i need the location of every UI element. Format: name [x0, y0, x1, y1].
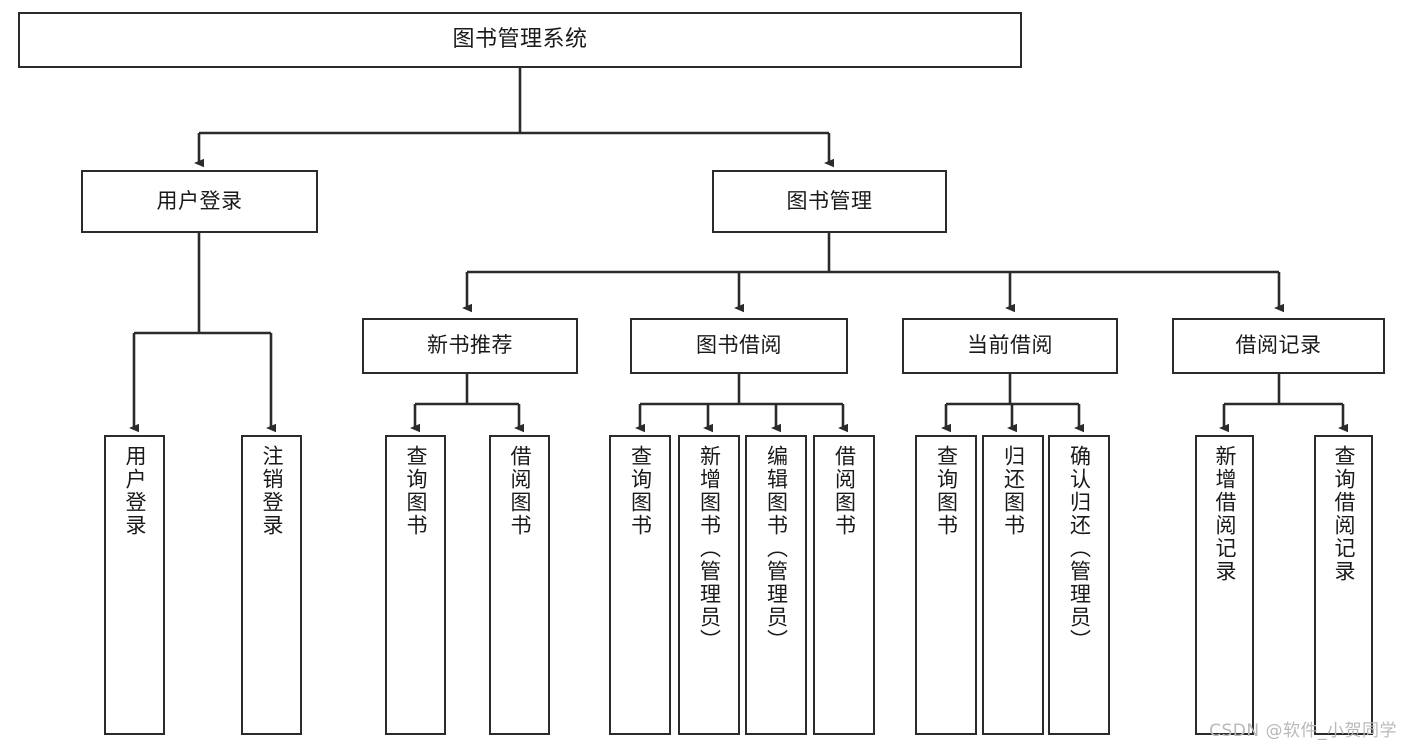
leaf-user-logout-label: 注销登录	[260, 445, 284, 537]
leaf-query-book-new-label: 查询图书	[404, 445, 428, 537]
leaf-add-borrow-record[interactable]: 新增借阅记录	[1195, 435, 1254, 735]
leaf-borrow-book-borrow-label: 借阅图书	[832, 445, 857, 537]
node-book-borrow[interactable]: 图书借阅	[630, 318, 848, 374]
watermark-text: CSDN @软件_小贺同学	[1209, 721, 1397, 741]
leaf-user-logout[interactable]: 注销登录	[241, 435, 302, 735]
leaf-add-book-label: 新增图书（管理员）	[697, 445, 722, 652]
node-new-book-recommend[interactable]: 新书推荐	[362, 318, 578, 374]
node-root-label: 图书管理系统	[452, 26, 588, 52]
leaf-return-book[interactable]: 归还图书	[982, 435, 1044, 735]
node-borrow-record-label: 借阅记录	[1235, 333, 1322, 358]
leaf-borrow-book-borrow[interactable]: 借阅图书	[813, 435, 875, 735]
node-root[interactable]: 图书管理系统	[18, 12, 1022, 68]
leaf-query-book-current[interactable]: 查询图书	[915, 435, 977, 735]
node-user-login-label: 用户登录	[156, 188, 243, 213]
node-book-manage[interactable]: 图书管理	[712, 170, 947, 233]
leaf-return-book-label: 归还图书	[1001, 445, 1026, 537]
node-borrow-record[interactable]: 借阅记录	[1172, 318, 1385, 374]
leaf-query-book-current-label: 查询图书	[934, 445, 959, 537]
node-current-borrow[interactable]: 当前借阅	[902, 318, 1118, 374]
node-new-book-recommend-label: 新书推荐	[427, 333, 513, 358]
node-book-borrow-label: 图书借阅	[696, 333, 782, 358]
leaf-borrow-book-new-label: 借阅图书	[508, 445, 532, 537]
leaf-confirm-return-label: 确认归还（管理员）	[1067, 445, 1092, 652]
leaf-user-login[interactable]: 用户登录	[104, 435, 165, 735]
node-book-manage-label: 图书管理	[786, 188, 873, 213]
leaf-add-book[interactable]: 新增图书（管理员）	[678, 435, 740, 735]
node-user-login[interactable]: 用户登录	[81, 170, 318, 233]
leaf-query-book-borrow[interactable]: 查询图书	[609, 435, 671, 735]
node-current-borrow-label: 当前借阅	[967, 333, 1053, 358]
leaf-user-login-label: 用户登录	[123, 445, 147, 537]
leaf-query-book-new[interactable]: 查询图书	[385, 435, 446, 735]
leaf-edit-book[interactable]: 编辑图书（管理员）	[745, 435, 807, 735]
leaf-query-borrow-record-label: 查询借阅记录	[1332, 445, 1356, 583]
leaf-borrow-book-new[interactable]: 借阅图书	[489, 435, 550, 735]
leaf-query-book-borrow-label: 查询图书	[628, 445, 653, 537]
leaf-confirm-return[interactable]: 确认归还（管理员）	[1048, 435, 1110, 735]
leaf-query-borrow-record[interactable]: 查询借阅记录	[1314, 435, 1373, 735]
leaf-add-borrow-record-label: 新增借阅记录	[1213, 445, 1237, 583]
leaf-edit-book-label: 编辑图书（管理员）	[764, 445, 789, 652]
